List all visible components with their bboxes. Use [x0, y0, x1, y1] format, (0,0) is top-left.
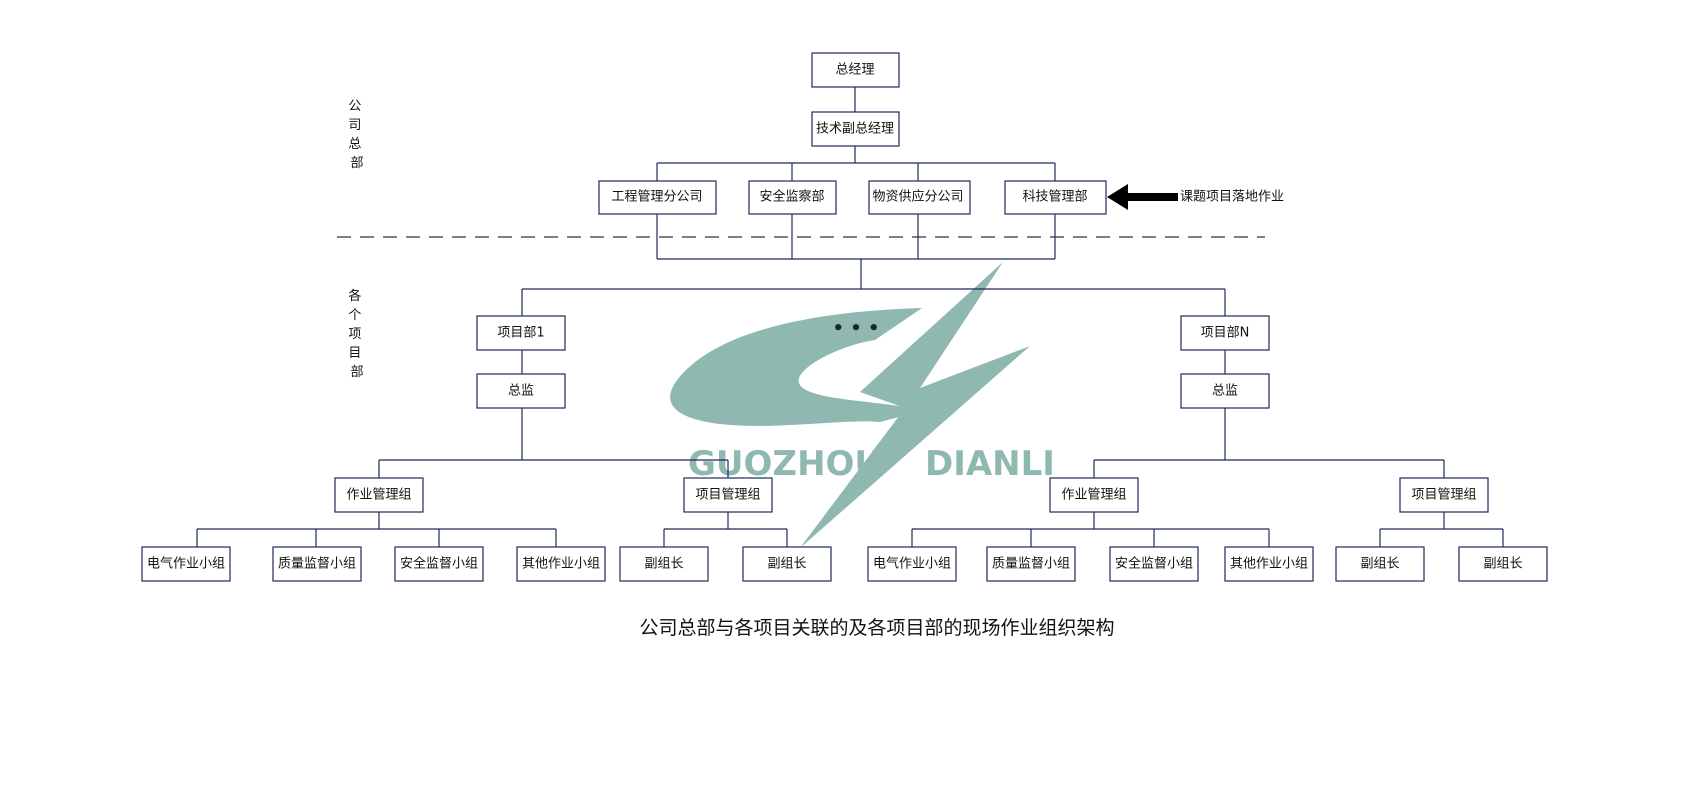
- svg-text:项目管理组: 项目管理组: [695, 488, 760, 503]
- watermark-left-text: GUOZHOU: [688, 444, 882, 484]
- node-tech-dept: 科技管理部: [1004, 180, 1107, 215]
- node-op-group-1: 作业管理组: [334, 477, 424, 513]
- node-pm-group-1: 项目管理组: [683, 477, 773, 513]
- svg-text:安全监督小组: 安全监督小组: [1115, 556, 1193, 572]
- node-engineering-branch: 工程管理分公司: [598, 180, 717, 215]
- svg-text:安全监察部: 安全监察部: [759, 189, 824, 205]
- watermark-right-text: DIANLI: [925, 444, 1055, 484]
- watermark-swoosh-shape: [670, 308, 925, 426]
- node-quality-team-n: 质量监督小组: [986, 546, 1076, 582]
- node-supervisor-1: 总监: [476, 373, 566, 409]
- svg-text:副组长: 副组长: [767, 557, 806, 572]
- node-supply-branch: 物资供应分公司: [868, 180, 971, 215]
- node-other-team-1: 其他作业小组: [516, 546, 606, 582]
- node-deputy-na: 副组长: [1335, 546, 1425, 582]
- svg-text:总监: 总监: [1212, 384, 1238, 399]
- node-deputy-1b: 副组长: [742, 546, 832, 582]
- node-deputy-1a: 副组长: [619, 546, 709, 582]
- svg-text:技术副总经理: 技术副总经理: [816, 122, 894, 137]
- node-general-manager: 总经理: [811, 52, 900, 88]
- node-deputy-nb: 副组长: [1458, 546, 1548, 582]
- node-tech-vice-gm: 技术副总经理: [811, 111, 900, 147]
- svg-text:作业管理组: 作业管理组: [346, 488, 411, 503]
- svg-text:质量监督小组: 质量监督小组: [992, 557, 1070, 572]
- svg-text:工程管理分公司: 工程管理分公司: [611, 190, 702, 205]
- node-pm-group-n: 项目管理组: [1399, 477, 1489, 513]
- left-arrow-icon: [1107, 184, 1178, 210]
- svg-text:作业管理组: 作业管理组: [1061, 488, 1126, 503]
- svg-text:项目部1: 项目部1: [497, 326, 544, 341]
- side-label-projects: 各 个 项 目 部: [348, 288, 365, 380]
- svg-text:副组长: 副组长: [644, 557, 683, 572]
- node-project-n: 项目部N: [1180, 315, 1270, 351]
- node-other-team-n: 其他作业小组: [1224, 546, 1314, 582]
- node-quality-team-1: 质量监督小组: [272, 546, 362, 582]
- svg-text:电气作业小组: 电气作业小组: [147, 556, 225, 572]
- svg-text:总监: 总监: [508, 384, 534, 399]
- svg-text:电气作业小组: 电气作业小组: [873, 556, 951, 572]
- node-op-group-n: 作业管理组: [1049, 477, 1139, 513]
- diagram-caption: 公司总部与各项目关联的及各项目部的现场作业组织架构: [639, 617, 1114, 639]
- svg-text:科技管理部: 科技管理部: [1022, 190, 1087, 205]
- node-supervisor-n: 总监: [1180, 373, 1270, 409]
- node-project-1: 项目部1: [476, 315, 566, 351]
- svg-text:项目部N: 项目部N: [1201, 326, 1250, 341]
- node-safety-dept: 安全监察部: [748, 180, 837, 215]
- watermark-logo: GUOZHOU DIANLI: [670, 262, 1055, 548]
- node-electrical-team-n: 电气作业小组: [867, 546, 957, 582]
- svg-text:物资供应分公司: 物资供应分公司: [872, 189, 963, 205]
- svg-text:副组长: 副组长: [1360, 557, 1399, 572]
- svg-text:其他作业小组: 其他作业小组: [1230, 557, 1308, 572]
- node-safety-team-n: 安全监督小组: [1109, 546, 1199, 582]
- svg-text:副组长: 副组长: [1483, 557, 1522, 572]
- node-safety-team-1: 安全监督小组: [394, 546, 484, 582]
- side-label-headquarters: 公 司 总 部: [348, 99, 365, 171]
- svg-text:项目管理组: 项目管理组: [1411, 488, 1476, 503]
- svg-text:其他作业小组: 其他作业小组: [522, 557, 600, 572]
- watermark-bolt-shape: [800, 262, 1030, 548]
- node-electrical-team-1: 电气作业小组: [141, 546, 231, 582]
- svg-text:质量监督小组: 质量监督小组: [278, 557, 356, 572]
- svg-text:安全监督小组: 安全监督小组: [400, 556, 478, 572]
- ellipsis-dots: • • •: [832, 318, 879, 339]
- svg-text:总经理: 总经理: [835, 63, 874, 78]
- annotation-arrow: 课题项目落地作业: [1107, 184, 1284, 210]
- connector-lines: [196, 87, 1504, 547]
- annotation-text: 课题项目落地作业: [1180, 190, 1284, 205]
